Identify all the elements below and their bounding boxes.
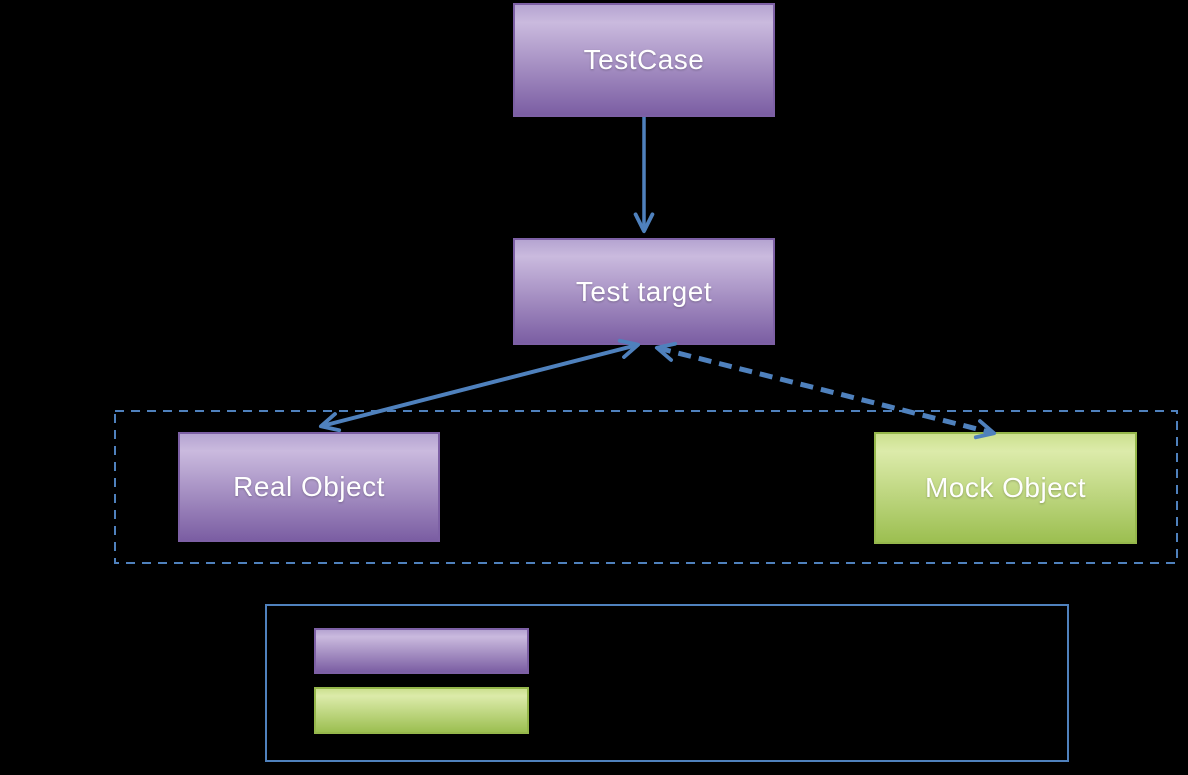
- node-testcase-label: TestCase: [583, 44, 705, 75]
- node-test-target: Test target: [513, 238, 775, 345]
- edge-testtarget-to-realobject: [318, 338, 641, 433]
- node-testcase: TestCase: [513, 3, 775, 117]
- legend-swatch-real-object: [314, 628, 529, 674]
- node-real-object: Real Object: [178, 432, 440, 542]
- node-mock-object: Mock Object: [874, 432, 1137, 544]
- edge-testtarget-to-mockobject: [654, 341, 997, 440]
- legend-swatch-mock-object: [314, 687, 529, 734]
- node-mock-object-label: Mock Object: [924, 472, 1087, 503]
- node-real-object-label: Real Object: [233, 471, 385, 502]
- node-test-target-label: Test target: [575, 275, 713, 307]
- legend-box: [265, 604, 1069, 762]
